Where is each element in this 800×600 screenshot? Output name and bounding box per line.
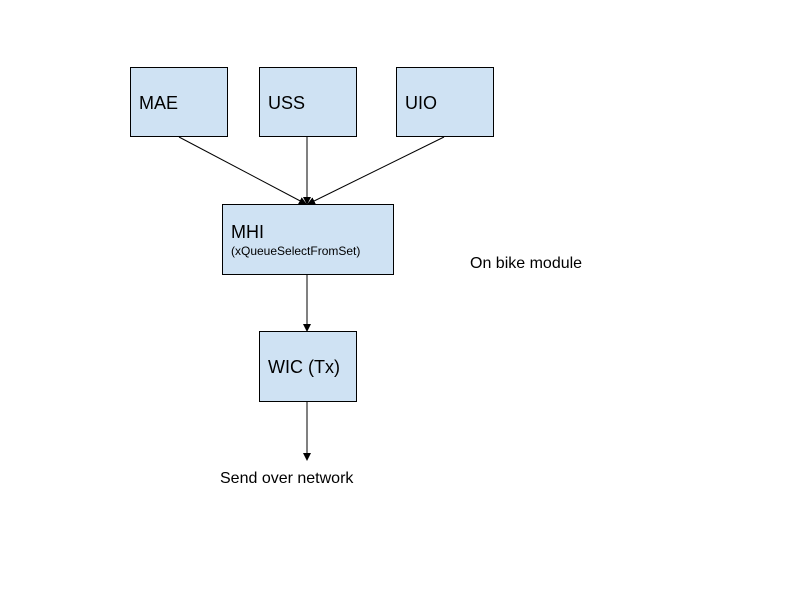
output-label: Send over network	[220, 470, 354, 487]
edge-mae-to-mhi	[178, 136, 307, 205]
node-wic-label: WIC (Tx)	[268, 357, 340, 377]
node-uio-label: UIO	[405, 93, 438, 113]
node-wic: WIC (Tx)	[259, 331, 357, 402]
node-mhi-label: MHI	[231, 222, 264, 242]
node-mae: MAE	[130, 67, 228, 137]
node-mhi: MHI (xQueueSelectFromSet)	[222, 204, 394, 275]
node-uio: UIO	[396, 67, 494, 137]
node-mhi-sublabel: (xQueueSelectFromSet)	[231, 244, 361, 258]
node-uss: USS	[259, 67, 357, 137]
node-mae-label: MAE	[139, 93, 179, 113]
node-uss-label: USS	[268, 93, 306, 113]
annotation-on-bike-module: On bike module	[470, 255, 583, 272]
edge-uio-to-mhi	[307, 136, 445, 205]
